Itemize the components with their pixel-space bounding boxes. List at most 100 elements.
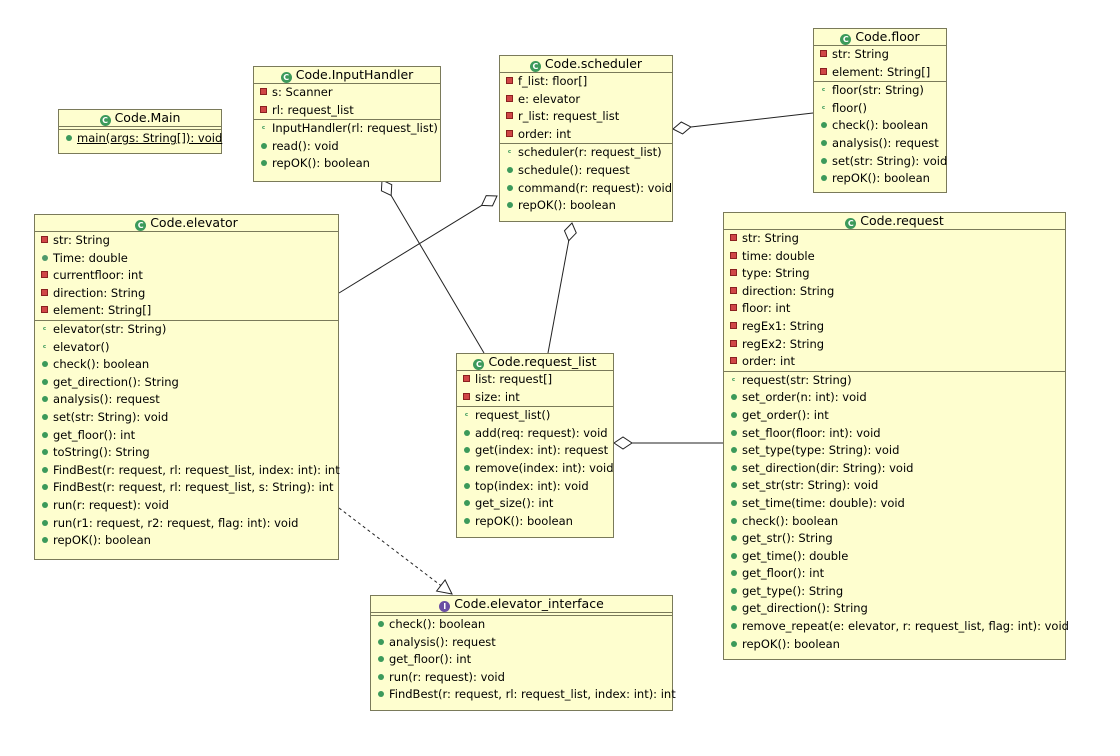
member-icon-wrap [728,584,739,602]
attribute-text: currentfloor: int [53,268,143,283]
method-row: set(str: String): void [814,153,948,171]
public-visibility-icon [730,499,737,506]
public-visibility-icon [730,429,737,436]
method-row: set(str: String): void [35,409,338,427]
private-visibility-icon [820,67,827,75]
class-icon: C [529,61,541,72]
aggregation-line [547,240,570,354]
public-visibility-icon [377,656,384,663]
member-icon-wrap [39,410,50,428]
method-row: get_floor(): int [371,651,672,669]
method-text: set_floor(floor: int): void [742,425,881,440]
method-text: get_direction(): String [742,601,868,616]
attribute-text: f_list: floor[] [518,74,588,88]
method-row: set_order(n: int): void [724,389,1065,407]
constructor-icon: ᶜ [821,104,826,115]
member-icon-wrap [728,266,739,284]
class-title: Code.floor [855,29,920,44]
member-icon-wrap [504,198,515,216]
attribute-text: str: String [832,47,889,61]
method-row: set_type(type: String): void [724,442,1065,460]
realization-line [338,507,442,586]
member-icon-wrap [728,284,739,302]
method-row: get_str(): String [724,530,1065,548]
public-visibility-icon [41,501,48,508]
method-row: set_time(time: double): void [724,495,1065,513]
member-icon-wrap [39,303,50,321]
aggregation-line [338,204,482,294]
public-visibility-icon [730,570,737,577]
public-visibility-icon [506,166,513,173]
attribute-text: element: String[] [53,303,152,318]
member-icon-wrap [39,233,50,251]
method-row: repOK(): boolean [724,636,1065,654]
attribute-row: str: String [35,232,338,250]
package-visibility-icon [41,254,48,261]
method-text: request_list() [475,408,551,423]
class-title: Code.request [860,213,944,228]
attribute-row: str: String [724,230,1065,248]
constructor-icon: ᶜ [261,125,266,136]
public-visibility-icon [730,605,737,612]
member-icon-wrap [728,408,739,426]
public-visibility-icon [377,621,384,627]
method-text: set(str: String): void [832,153,948,168]
method-text: request(str: String) [742,372,852,387]
attribute-text: e: elevator [518,91,581,106]
method-text: get_type(): String [742,583,844,598]
public-visibility-icon [730,640,737,647]
method-row: check(): boolean [371,616,672,634]
public-visibility-icon [65,135,72,141]
member-icon-wrap [504,181,515,199]
public-visibility-icon [41,466,48,473]
member-icon-wrap [461,496,472,514]
method-text: repOK(): boolean [53,533,151,548]
attribute-text: floor: int [742,301,791,316]
public-visibility-icon [820,157,827,164]
class-icon: C [473,359,485,370]
method-row: run(r: request): void [35,497,338,515]
method-text: get_str(): String [742,531,833,546]
method-text: check(): boolean [389,617,486,631]
attribute-row: order: int [724,353,1065,371]
method-text: get_floor(): int [53,427,136,442]
aggregation-diamond [672,121,692,135]
public-visibility-icon [377,691,384,698]
method-row: FindBest(r: request, rl: request_list, s… [35,479,338,497]
method-text: repOK(): boolean [832,171,930,186]
private-visibility-icon [463,392,470,400]
public-visibility-icon [730,464,737,471]
attribute-text: direction: String [53,285,146,300]
method-text: check(): boolean [742,513,839,528]
member-icon-wrap [728,319,739,337]
private-visibility-icon [41,288,48,296]
public-visibility-icon [730,411,737,418]
member-icon-wrap: ᶜ [39,322,50,341]
attribute-compartment [59,127,221,130]
method-row: check(): boolean [35,356,338,374]
private-visibility-icon [730,286,737,294]
method-row: repOK(): boolean [500,197,672,215]
method-row: get_direction(): String [724,600,1065,618]
class-title: Code.elevator [150,215,238,230]
method-text: repOK(): boolean [272,156,370,171]
method-text: main(args: String[]): void [77,131,223,145]
member-icon-wrap: ᶜ [39,340,50,359]
realization-arrowhead [435,579,453,595]
